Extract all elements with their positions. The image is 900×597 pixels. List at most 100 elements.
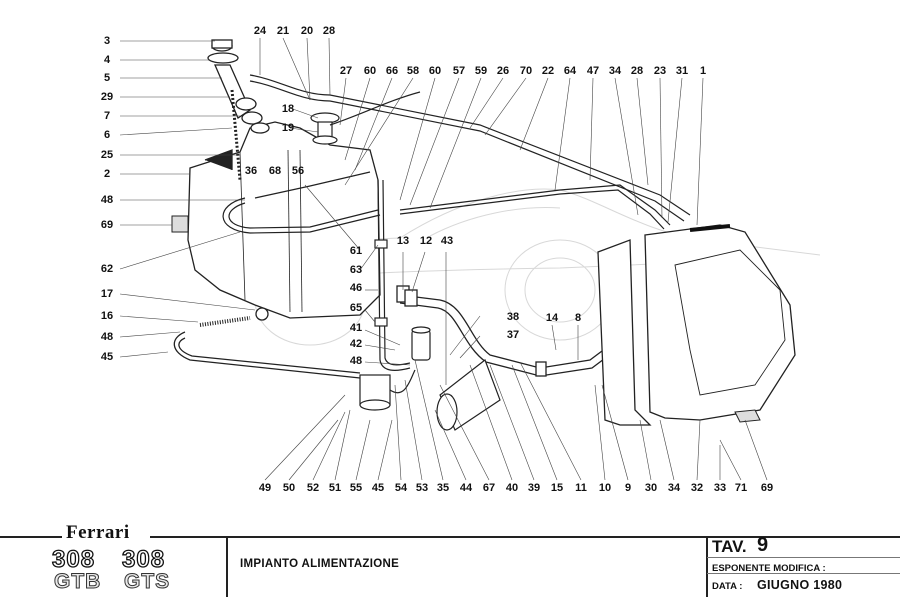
callout: 70	[519, 65, 533, 77]
divider	[706, 536, 708, 597]
callout: 5	[103, 72, 111, 84]
callout: 27	[339, 65, 353, 77]
callout: 37	[506, 329, 520, 341]
lower-fuel-hose	[173, 307, 361, 379]
callout: 51	[328, 482, 342, 494]
callout: 39	[527, 482, 541, 494]
bottom-leader-lines	[264, 359, 768, 481]
callout: 69	[100, 219, 114, 231]
callout: 48	[100, 194, 114, 206]
model-badge-308-gts: 308	[121, 545, 166, 573]
callout: 44	[459, 482, 473, 494]
callout: 21	[276, 25, 290, 37]
callout: 28	[630, 65, 644, 77]
callout: 11	[575, 482, 587, 494]
callout: 41	[349, 322, 363, 334]
callout: 63	[349, 264, 363, 276]
callout: 47	[586, 65, 600, 77]
callout: 6	[103, 129, 111, 141]
title-block	[0, 520, 900, 597]
callout: 9	[624, 482, 632, 494]
date-value: GIUGNO 1980	[757, 578, 843, 592]
fuel-level-sender	[310, 112, 340, 145]
callout: 35	[436, 482, 450, 494]
callout: 16	[100, 310, 114, 322]
callout: 58	[406, 65, 420, 77]
callout: 22	[541, 65, 555, 77]
callout: 48	[349, 355, 363, 367]
callout-leader-lines	[119, 37, 704, 385]
callout: 23	[653, 65, 667, 77]
callout: 67	[482, 482, 496, 494]
callout: 55	[349, 482, 363, 494]
date-label: DATA :	[712, 581, 743, 592]
section-title: IMPIANTO ALIMENTAZIONE	[240, 558, 400, 570]
callout: 48	[100, 331, 114, 343]
callout: 1	[699, 65, 707, 77]
callout: 13	[396, 235, 410, 247]
callout: 45	[100, 351, 114, 363]
callout: 40	[505, 482, 519, 494]
divider	[226, 536, 228, 597]
callout: 64	[563, 65, 577, 77]
callout: 62	[100, 263, 114, 275]
revision-label: ESPONENTE MODIFICA :	[712, 563, 826, 574]
callout: 46	[349, 282, 363, 294]
callout: 14	[545, 312, 559, 324]
callout: 33	[713, 482, 727, 494]
callout: 4	[103, 54, 111, 66]
vertical-fuel-line	[374, 179, 411, 371]
callout: 3	[103, 35, 111, 47]
callout: 50	[282, 482, 296, 494]
callout: 59	[474, 65, 488, 77]
callout: 65	[349, 302, 363, 314]
callout: 38	[506, 311, 520, 323]
filler-neck-and-cap	[207, 39, 270, 181]
callout: 28	[322, 25, 336, 37]
callout: 66	[385, 65, 399, 77]
callout: 52	[306, 482, 320, 494]
callout: 54	[394, 482, 408, 494]
callout: 34	[608, 65, 622, 77]
fuel-pump-and-filter	[359, 326, 431, 411]
callout: 17	[100, 288, 114, 300]
fuel-system-exploded-diagram	[119, 37, 821, 481]
callout: 25	[100, 149, 114, 161]
table-number: 9	[757, 534, 769, 556]
callout: 7	[103, 110, 111, 122]
divider	[0, 536, 62, 538]
callout: 43	[440, 235, 454, 247]
callout: 68	[268, 165, 282, 177]
callout: 69	[760, 482, 774, 494]
callout: 60	[363, 65, 377, 77]
callout: 10	[598, 482, 612, 494]
callout: 45	[371, 482, 385, 494]
divider	[707, 573, 900, 574]
callout: 30	[644, 482, 658, 494]
callout: 57	[452, 65, 466, 77]
callout: 61	[349, 245, 363, 257]
callout: 34	[667, 482, 681, 494]
callout: 56	[291, 165, 305, 177]
divider	[150, 536, 900, 538]
callout: 29	[100, 91, 114, 103]
callout: 2	[103, 168, 111, 180]
callout: 18	[281, 103, 295, 115]
callout: 42	[349, 338, 363, 350]
callout: 20	[300, 25, 314, 37]
callout: 8	[574, 312, 582, 324]
callout: 60	[428, 65, 442, 77]
ferrari-logo: Ferrari	[66, 522, 130, 543]
callout: 36	[244, 165, 258, 177]
callout: 71	[734, 482, 748, 494]
divider	[707, 557, 900, 558]
model-badge-gts: GTS	[123, 570, 171, 594]
callout: 26	[496, 65, 510, 77]
model-badge-gtb: GTB	[53, 570, 102, 594]
cross-fuel-pipe	[396, 285, 613, 377]
callout: 24	[253, 25, 267, 37]
callout: 49	[258, 482, 272, 494]
model-badge-308-gtb: 308	[51, 545, 96, 573]
heat-shield	[436, 359, 501, 431]
callout: 12	[419, 235, 433, 247]
